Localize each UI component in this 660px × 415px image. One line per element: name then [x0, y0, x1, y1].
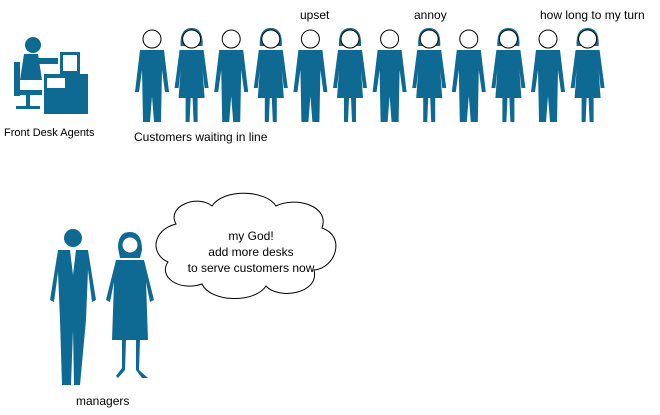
customer-figure-icon: [135, 29, 169, 122]
front-desk-agent-icon: [14, 37, 88, 114]
cloud-text: my God! add more desks to serve customer…: [162, 228, 340, 276]
manager-figure-icon: [106, 232, 154, 378]
customer-figure-icon: [451, 29, 486, 122]
customer-figure-icon: [214, 29, 249, 122]
front-desk-label: Front Desk Agents: [4, 127, 95, 139]
cloud-line-3: to serve customers now: [187, 261, 315, 275]
customer-figure-icon: [570, 28, 605, 122]
queue-label: Customers waiting in line: [134, 130, 268, 144]
customer-figure-icon: [333, 28, 367, 122]
customer-figure-icon: [412, 28, 447, 122]
managers-label: managers: [76, 394, 130, 408]
customer-figure-icon: [253, 28, 288, 122]
customer-figure-icon: [293, 29, 328, 122]
cloud-line-1: my God!: [228, 229, 274, 243]
customer-figure-icon: [372, 29, 407, 122]
customer-queue: [135, 28, 605, 122]
cloud-line-2: add more desks: [208, 245, 294, 259]
upset-label: upset: [300, 8, 330, 22]
customer-figure-icon: [531, 29, 565, 122]
how-long-label: how long to my turn: [540, 8, 645, 22]
customer-figure-icon: [491, 28, 526, 122]
thought-cloud: [155, 192, 337, 299]
annoy-label: annoy: [414, 8, 447, 22]
customer-figure-icon: [174, 28, 209, 122]
manager-figure-icon: [50, 229, 96, 385]
